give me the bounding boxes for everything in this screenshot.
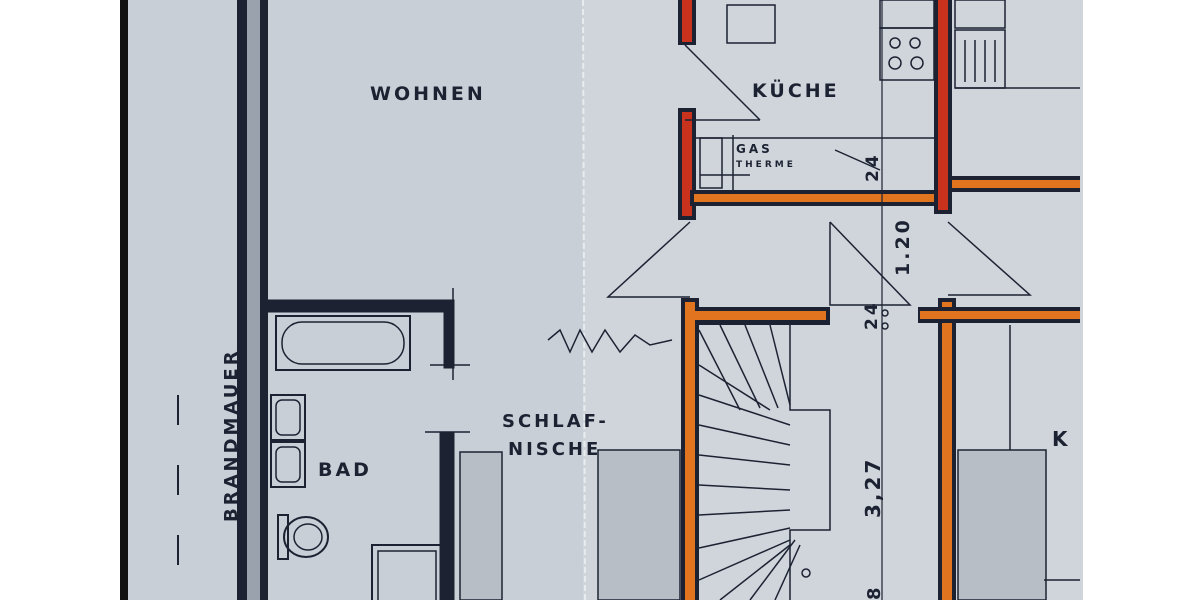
dimension-24-mid: 24 bbox=[862, 300, 882, 330]
label-kueche: KÜCHE bbox=[752, 78, 840, 102]
hatched-closet bbox=[597, 449, 681, 600]
label-k: K bbox=[1052, 427, 1071, 451]
kitchen-fixtures bbox=[684, 0, 1080, 600]
dimension-3-27: 3,27 bbox=[861, 457, 885, 518]
dimension-bottom: 8 bbox=[864, 584, 885, 600]
label-gas: GAS bbox=[736, 142, 773, 156]
hall-walls bbox=[681, 298, 1080, 600]
label-bad: BAD bbox=[318, 459, 372, 481]
right-room-lines bbox=[547, 325, 1080, 581]
paper-edge bbox=[120, 0, 128, 600]
firewall-wall bbox=[237, 0, 268, 600]
label-brandmauer: BRANDMAUER bbox=[221, 348, 242, 522]
staircase bbox=[698, 309, 889, 600]
dimension-24-top: 24 bbox=[863, 152, 883, 182]
label-therme: THERME bbox=[736, 160, 796, 170]
bathroom bbox=[267, 288, 470, 600]
kitchen-walls bbox=[678, 0, 1080, 220]
toilet bbox=[277, 514, 289, 560]
label-wohnen: WOHNEN bbox=[370, 83, 486, 105]
hatched-closet bbox=[957, 449, 1047, 600]
bathtub bbox=[275, 315, 411, 371]
sink bbox=[270, 394, 306, 441]
sink bbox=[270, 441, 306, 488]
hatched-closet bbox=[459, 451, 503, 600]
dimension-1-20: 1.20 bbox=[892, 217, 914, 276]
label-nische: NISCHE bbox=[508, 439, 601, 460]
label-schlaf: SCHLAF- bbox=[502, 411, 609, 432]
fold-line bbox=[582, 0, 586, 600]
door-swings bbox=[606, 221, 1032, 306]
